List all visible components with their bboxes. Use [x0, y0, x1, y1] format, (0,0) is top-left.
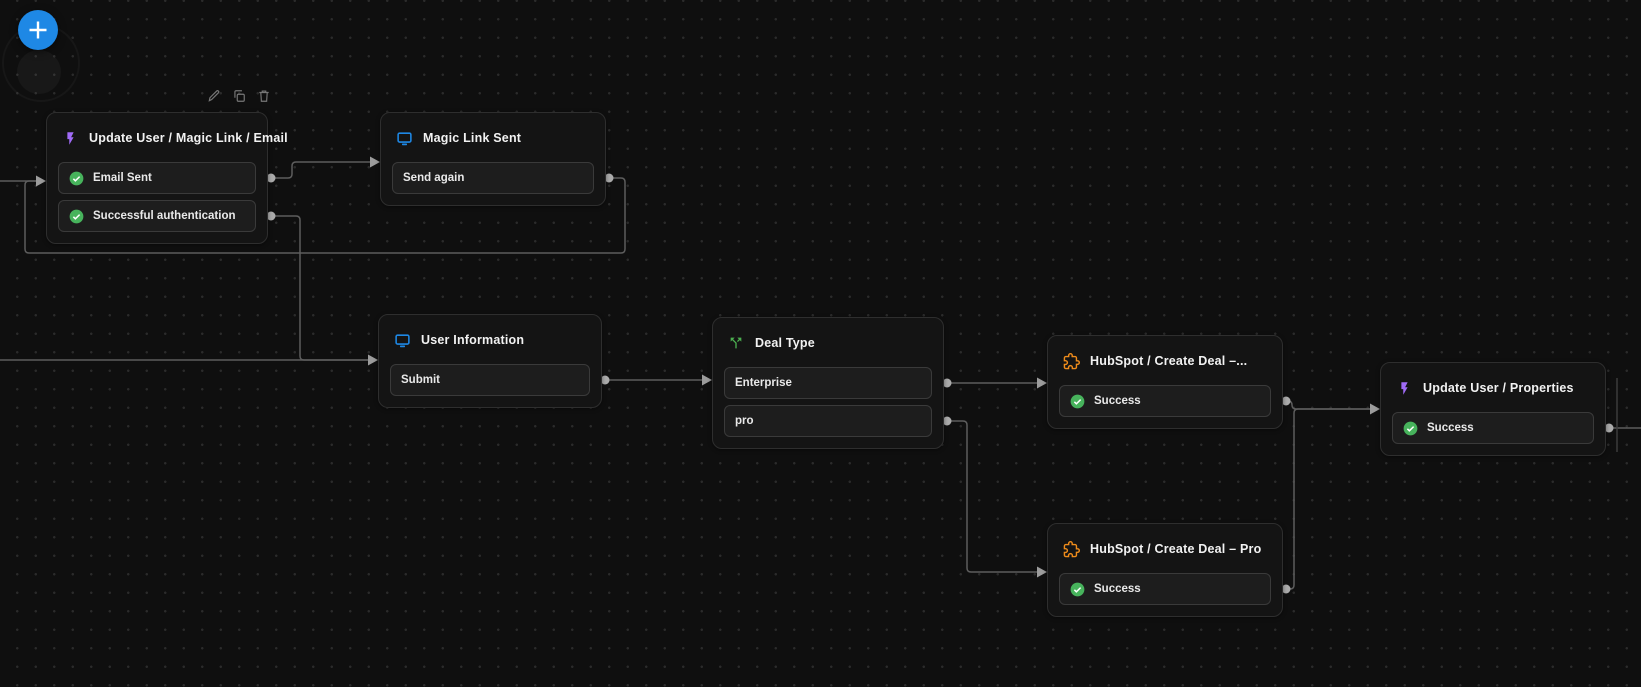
- check-circle-icon: [1070, 394, 1085, 409]
- input-arrow-user-information: [368, 354, 378, 366]
- node-item-successful-authentication[interactable]: Successful authentication: [58, 200, 256, 232]
- node-header: Deal Type: [724, 329, 932, 357]
- check-circle-icon: [1403, 421, 1418, 436]
- node-title: Deal Type: [755, 336, 815, 350]
- node-item-label: Email Sent: [93, 172, 152, 184]
- edge-hubspot-enterprise-success-to-update-properties[interactable]: [1286, 400, 1371, 410]
- edge-email-sent-to-magic-link-sent[interactable]: [271, 161, 371, 179]
- delete-icon[interactable]: [256, 88, 271, 103]
- node-item-success[interactable]: Success: [1392, 412, 1594, 444]
- edge-pro-to-hubspot-pro[interactable]: [947, 420, 1038, 573]
- node-item-label: Send again: [403, 172, 465, 184]
- node-header: HubSpot / Create Deal –...: [1059, 347, 1271, 375]
- node-hubspot-create-deal-pro[interactable]: HubSpot / Create Deal – Pro Success: [1047, 523, 1283, 617]
- lightning-icon: [1395, 379, 1413, 397]
- input-arrow-magic-link-sent: [370, 156, 380, 168]
- node-update-user-properties[interactable]: Update User / Properties Success: [1380, 362, 1606, 456]
- node-item-success[interactable]: Success: [1059, 385, 1271, 417]
- node-magic-link-sent[interactable]: Magic Link Sent Send again: [380, 112, 606, 206]
- plus-icon: [27, 19, 49, 41]
- node-title: Update User / Magic Link / Email: [89, 131, 288, 145]
- puzzle-icon: [1062, 540, 1080, 558]
- screen-icon: [393, 331, 411, 349]
- node-item-label: Enterprise: [735, 377, 792, 389]
- node-item-submit[interactable]: Submit: [390, 364, 590, 396]
- node-item-label: Success: [1427, 422, 1474, 434]
- node-title: HubSpot / Create Deal –...: [1090, 354, 1248, 368]
- node-header: Update User / Magic Link / Email: [58, 124, 288, 152]
- node-header: Update User / Properties: [1392, 374, 1594, 402]
- node-item-label: pro: [735, 415, 754, 427]
- node-title: Update User / Properties: [1423, 381, 1574, 395]
- node-title: HubSpot / Create Deal – Pro: [1090, 542, 1262, 556]
- node-header: Magic Link Sent: [392, 124, 594, 152]
- input-arrow-hubspot-pro: [1037, 566, 1047, 578]
- input-arrow-hubspot-enterprise: [1037, 377, 1047, 389]
- node-title: User Information: [421, 333, 525, 347]
- check-circle-icon: [1070, 582, 1085, 597]
- input-arrow-deal-type: [702, 374, 712, 386]
- node-title: Magic Link Sent: [423, 131, 522, 145]
- add-node-button[interactable]: [18, 10, 58, 50]
- node-item-label: Successful authentication: [93, 210, 236, 222]
- node-item-success[interactable]: Success: [1059, 573, 1271, 605]
- node-hubspot-create-deal-enterprise[interactable]: HubSpot / Create Deal –... Success: [1047, 335, 1283, 429]
- selected-node-toolbar: [206, 88, 271, 103]
- node-deal-type[interactable]: Deal Type Enterprise pro: [712, 317, 944, 449]
- node-item-send-again[interactable]: Send again: [392, 162, 594, 194]
- edge-hubspot-pro-success-to-update-properties[interactable]: [1286, 408, 1371, 590]
- node-header: HubSpot / Create Deal – Pro: [1059, 535, 1271, 563]
- input-arrow-update-properties: [1370, 403, 1380, 415]
- check-circle-icon: [69, 209, 84, 224]
- input-arrow-update-user: [36, 175, 46, 187]
- node-item-enterprise[interactable]: Enterprise: [724, 367, 932, 399]
- node-item-pro[interactable]: pro: [724, 405, 932, 437]
- node-update-user-magic-link-email[interactable]: Update User / Magic Link / Email Email S…: [46, 112, 288, 244]
- edit-icon[interactable]: [206, 88, 221, 103]
- split-icon: [727, 334, 745, 352]
- check-circle-icon: [69, 171, 84, 186]
- duplicate-icon[interactable]: [231, 88, 246, 103]
- edge-successful-auth-to-user-information[interactable]: [271, 215, 369, 361]
- puzzle-icon: [1062, 352, 1080, 370]
- node-header: User Information: [390, 326, 590, 354]
- node-user-information[interactable]: User Information Submit: [378, 314, 602, 408]
- node-item-label: Success: [1094, 395, 1141, 407]
- fab-halo-disc: [17, 50, 61, 94]
- node-item-email-sent[interactable]: Email Sent: [58, 162, 256, 194]
- lightning-icon: [61, 129, 79, 147]
- screen-icon: [395, 129, 413, 147]
- node-item-label: Submit: [401, 374, 440, 386]
- node-item-label: Success: [1094, 583, 1141, 595]
